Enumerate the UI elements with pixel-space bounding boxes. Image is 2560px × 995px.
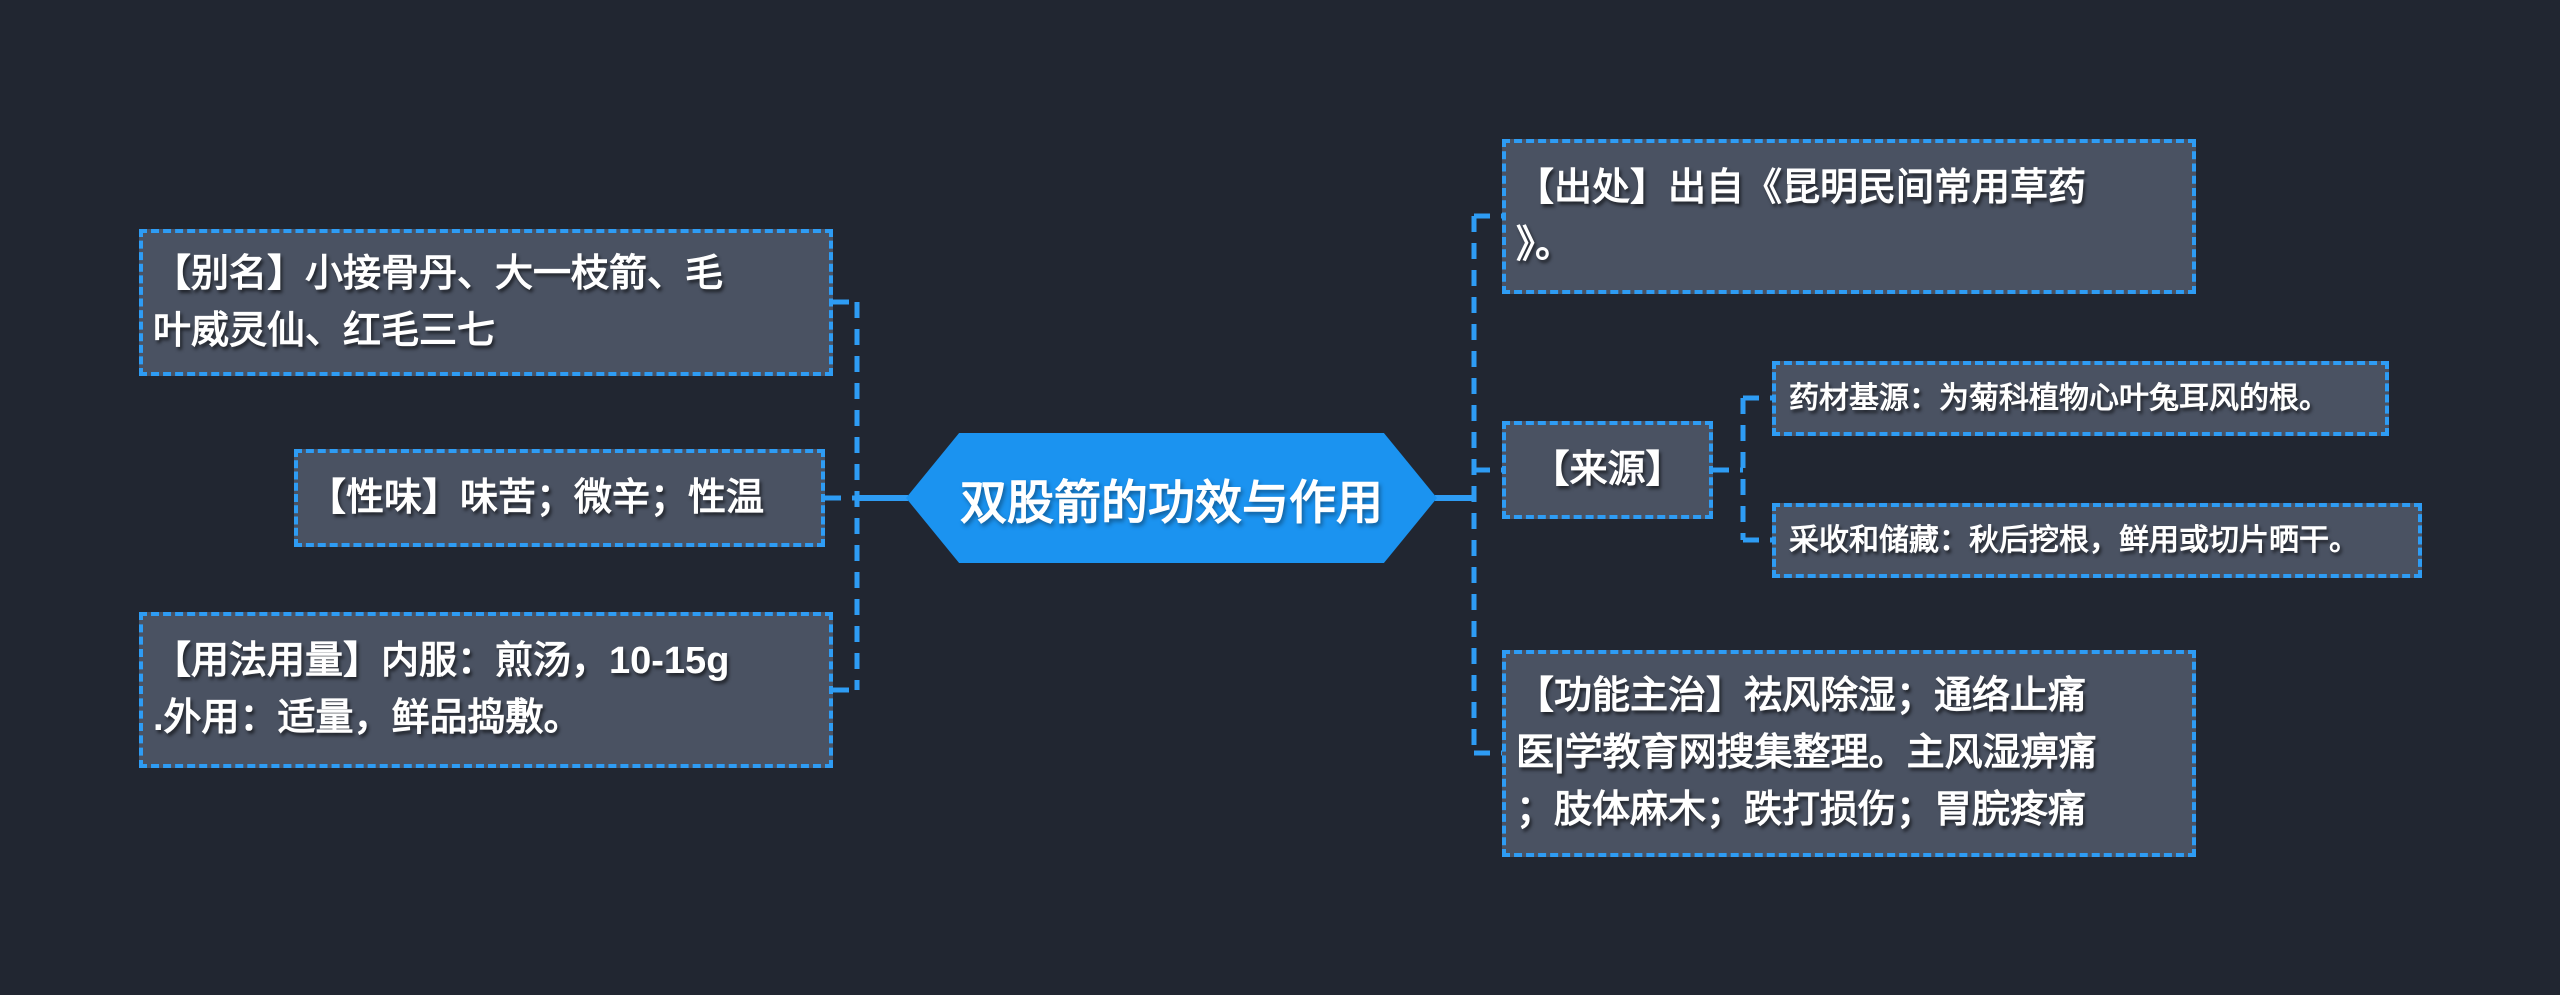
node-taste[interactable]: 【性味】味苦；微辛；性温 [294,449,825,547]
connector-source-subspine [1713,395,1772,543]
node-dosage[interactable]: 【用法用量】内服：煎汤，10-15g .外用：适量，鲜品捣敷。 [139,612,833,768]
node-material-base-text: 药材基源：为菊科植物心叶兔耳风的根。 [1789,382,2329,415]
node-alias[interactable]: 【别名】小接骨丹、大一枝箭、毛 叶威灵仙、红毛三七 [139,229,833,376]
node-harvest-storage[interactable]: 采收和储藏：秋后挖根，鲜用或切片晒干。 [1772,503,2422,578]
node-origin-text: 【出处】出自《昆明民间常用草药 》。 [1516,166,2087,266]
node-taste-text: 【性味】味苦；微辛；性温 [308,476,765,519]
root-node[interactable]: 双股箭的功效与作用 [906,433,1437,563]
connector-right-spine [1471,213,1502,756]
node-material-base[interactable]: 药材基源：为菊科植物心叶兔耳风的根。 [1772,361,2389,436]
node-origin[interactable]: 【出处】出自《昆明民间常用草药 》。 [1502,139,2196,294]
node-source[interactable]: 【来源】 [1502,421,1713,519]
root-node-title: 双股箭的功效与作用 [960,475,1383,529]
node-alias-text: 【别名】小接骨丹、大一枝箭、毛 叶威灵仙、红毛三七 [153,252,724,352]
node-function-indications-text: 【功能主治】祛风除湿；通络止痛 医|学教育网搜集整理。主风湿痹痛 ；肢体麻木；跌… [1516,675,2097,831]
node-harvest-storage-text: 采收和储藏：秋后挖根，鲜用或切片晒干。 [1789,524,2359,557]
node-dosage-text: 【用法用量】内服：煎汤，10-15g .外用：适量，鲜品捣敷。 [153,640,730,739]
node-source-text: 【来源】 [1531,448,1684,491]
node-function-indications[interactable]: 【功能主治】祛风除湿；通络止痛 医|学教育网搜集整理。主风湿痹痛 ；肢体麻木；跌… [1502,650,2196,857]
